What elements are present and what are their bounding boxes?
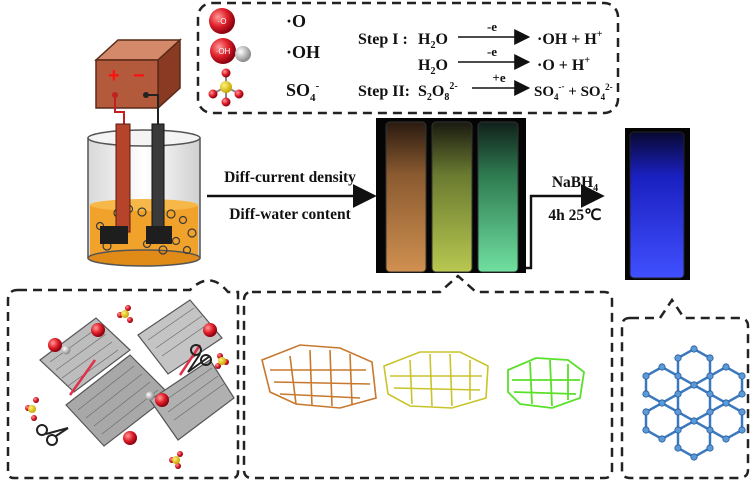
step1-product: ·OH + H+ [537,29,603,48]
step1-arrow-label: -e [487,19,497,34]
step2-label: Step II: [358,83,410,100]
legend-o-text: ·O [286,11,306,31]
sulfate-radical-icon [208,68,244,107]
panel-sheets [242,274,614,480]
step1b-reactant: H2O [418,57,448,77]
anode-electrode [115,123,131,233]
cathode-plate [146,226,172,244]
vials-photo [376,118,526,273]
step1-reactant: H2O [418,31,448,51]
beaker [87,129,201,267]
graphene-cutting-illustration [25,299,235,469]
power-supply: + − [94,38,182,110]
panel-cutting [6,279,240,480]
condition-water: Diff-water content [229,206,351,223]
plus-sign: + [108,65,120,87]
o-atom-label: ·O [218,17,227,26]
reduction-arrow [526,184,605,270]
scissors-icon-2 [187,344,212,373]
graphene-quantum-dot [642,345,746,461]
graphene-sheet-green [507,357,585,409]
step2-product: SO4-· + SO42- [534,82,613,102]
oh-radical-icon: ·OH [210,38,251,64]
graphene-sheet-yellow [383,351,489,409]
step1b-arrow-label: -e [487,44,497,59]
legend-so4-text: SO4- [286,80,320,104]
reagent-label: NaBH4 [552,174,598,194]
step2-reactant: S2O82- [418,81,458,103]
cathode-electrode [151,123,165,233]
cathode-wire [146,94,159,128]
blue-vial-photo [625,128,690,280]
step1-label: Step I : [358,31,408,48]
minus-sign: − [133,65,145,87]
legend-oh-text: ·OH [286,42,320,62]
condition-current: Diff-current density [224,169,356,186]
o-radical-icon: ·O [209,8,235,34]
anode-plate [100,226,128,244]
time-temp-label: 4h 25℃ [548,207,602,224]
graphene-sheet-orange [261,344,377,409]
step1b-product: ·O + H+ [537,55,590,74]
anode-wire [114,95,125,128]
oh-atom-label: ·OH [216,47,231,56]
scissors-icon [36,424,69,446]
reaction-box [196,1,620,115]
step2-arrow-label: +e [492,70,505,85]
